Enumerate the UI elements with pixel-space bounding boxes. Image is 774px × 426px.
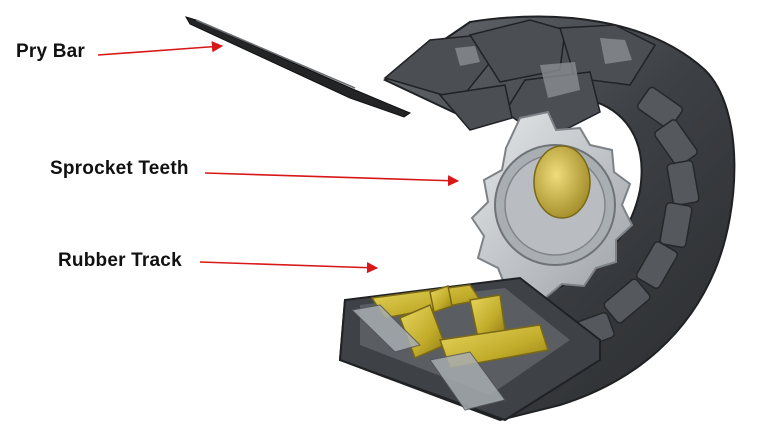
pry-bar-shape xyxy=(184,16,412,118)
tread-highlights xyxy=(455,38,632,98)
rubber-track-label: Rubber Track xyxy=(58,250,182,271)
sprocket-teeth-label: Sprocket Teeth xyxy=(50,158,189,179)
pry-bar-label: Pry Bar xyxy=(16,41,85,62)
track-guide-lugs xyxy=(567,86,700,351)
rubber-track-arrow xyxy=(199,261,379,274)
track-plate-edges xyxy=(350,304,506,411)
sprocket-wheel xyxy=(470,110,634,300)
sprocket-teeth-arrow xyxy=(204,172,460,187)
sprocket-hub xyxy=(533,145,591,219)
pry-bar-arrow xyxy=(97,41,224,56)
